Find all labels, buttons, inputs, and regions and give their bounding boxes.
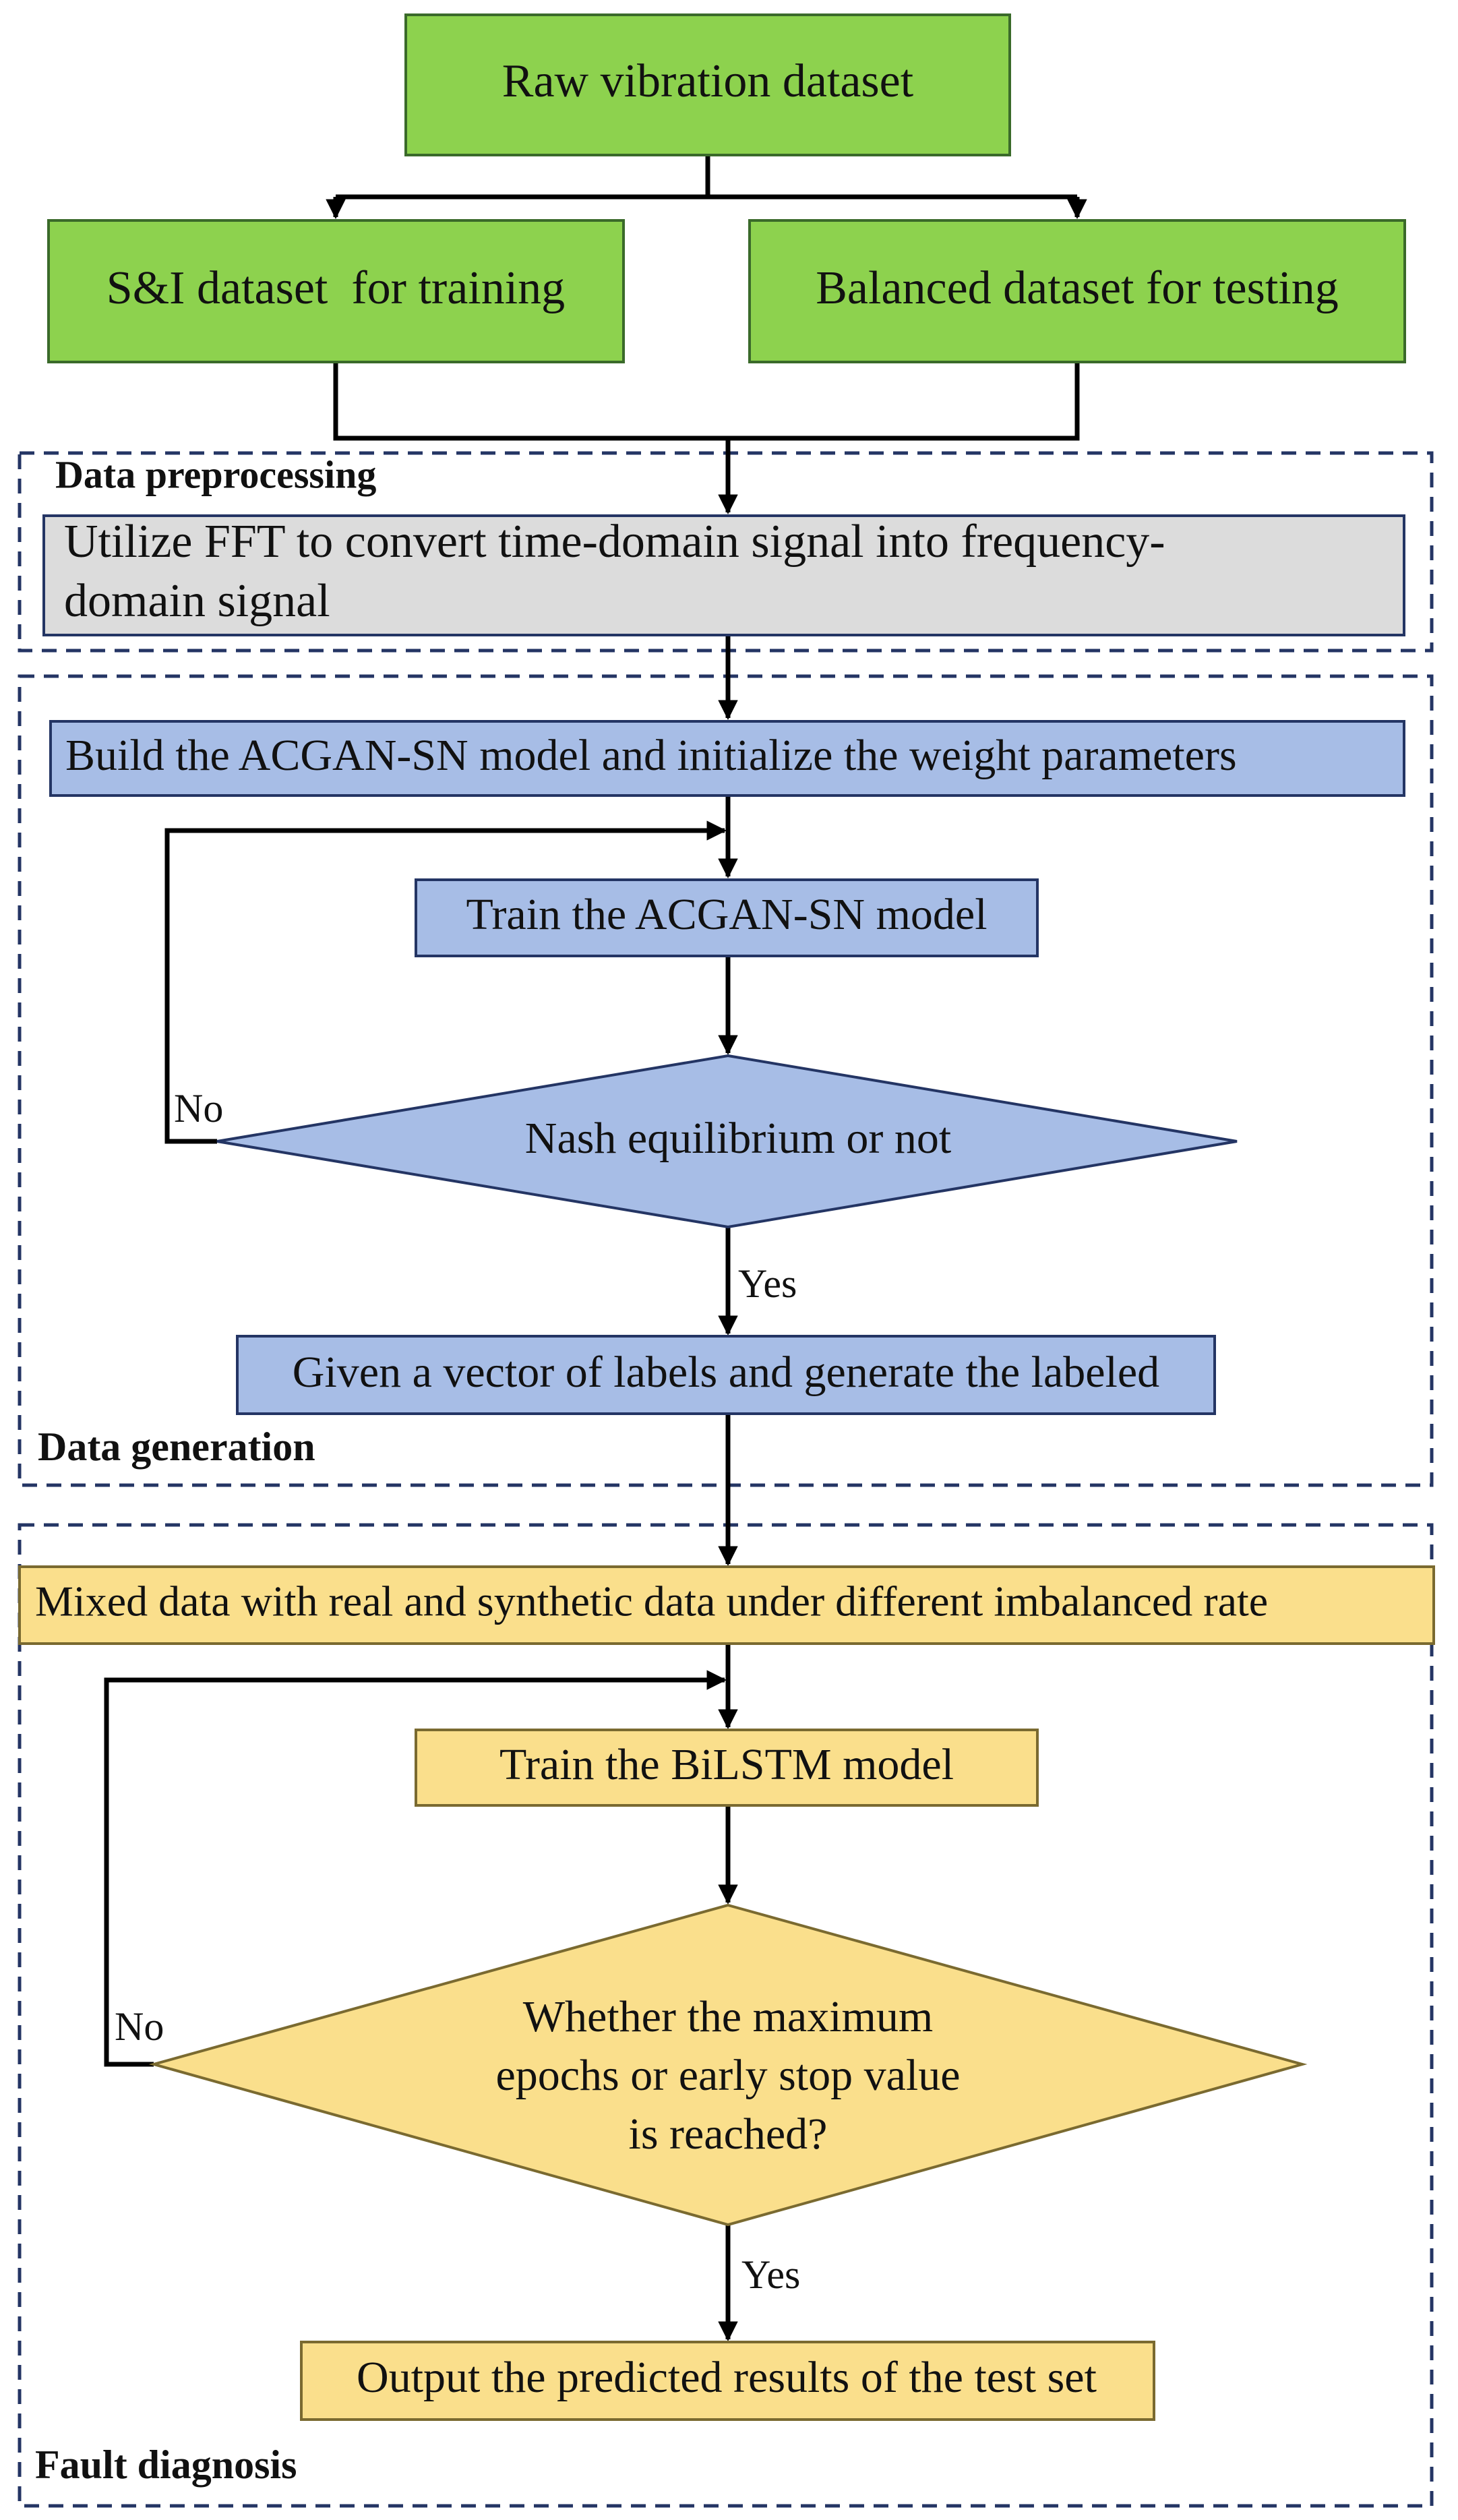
node-nash-label: Nash equilibrium or not — [525, 1114, 951, 1163]
node-fft-line2: domain signal — [64, 575, 330, 627]
node-fft — [42, 514, 1405, 636]
node-train-bilstm — [415, 1729, 1039, 1807]
edge-label-yes-2: Yes — [741, 2252, 800, 2297]
node-test-dataset — [748, 219, 1406, 363]
section-label-preprocessing: Data preprocessing — [55, 452, 376, 496]
node-generate — [236, 1335, 1216, 1415]
edge-nash-no-loop — [164, 820, 727, 1144]
node-raw-dataset-label: Raw vibration dataset — [502, 55, 914, 107]
node-output — [300, 2341, 1155, 2421]
node-check-line2: epochs or early stop value — [495, 2051, 960, 2100]
node-train-acgan — [415, 878, 1039, 957]
node-train-acgan-label: Train the ACGAN-SN model — [466, 890, 987, 939]
node-mixed — [18, 1565, 1435, 1645]
node-test-dataset-label: Balanced dataset for testing — [816, 262, 1339, 314]
edge-label-no-2: No — [115, 2004, 164, 2049]
node-build-acgan — [49, 720, 1405, 797]
node-check-line1: Whether the maximum — [523, 1992, 933, 2041]
edge-datasets-merge — [333, 362, 1080, 441]
edge-label-no-1: No — [174, 1086, 223, 1131]
node-build-acgan-label: Build the ACGAN-SN model and initialize … — [65, 731, 1237, 780]
section-label-diagnosis: Fault diagnosis — [35, 2442, 297, 2487]
node-train-dataset — [47, 219, 625, 363]
node-generate-label: Given a vector of labels and generate th… — [293, 1348, 1159, 1397]
connectors — [104, 155, 1087, 2341]
node-check-line3: is reached? — [629, 2109, 828, 2159]
node-train-bilstm-label: Train the BiLSTM model — [499, 1740, 954, 1789]
section-label-generation: Data generation — [38, 1424, 315, 1469]
edge-check-no-loop — [104, 1670, 727, 2067]
node-fft-line1: Utilize FFT to convert time-domain signa… — [64, 516, 1165, 568]
node-nash-decision — [216, 1054, 1238, 1229]
node-train-dataset-label: S&I dataset for training — [107, 262, 565, 314]
node-raw-dataset — [404, 13, 1011, 156]
node-mixed-label: Mixed data with real and synthetic data … — [35, 1578, 1268, 1625]
node-output-label: Output the predicted results of the test… — [357, 2353, 1097, 2402]
node-check-decision — [148, 1903, 1308, 2227]
edge-label-yes-1: Yes — [738, 1261, 797, 1306]
